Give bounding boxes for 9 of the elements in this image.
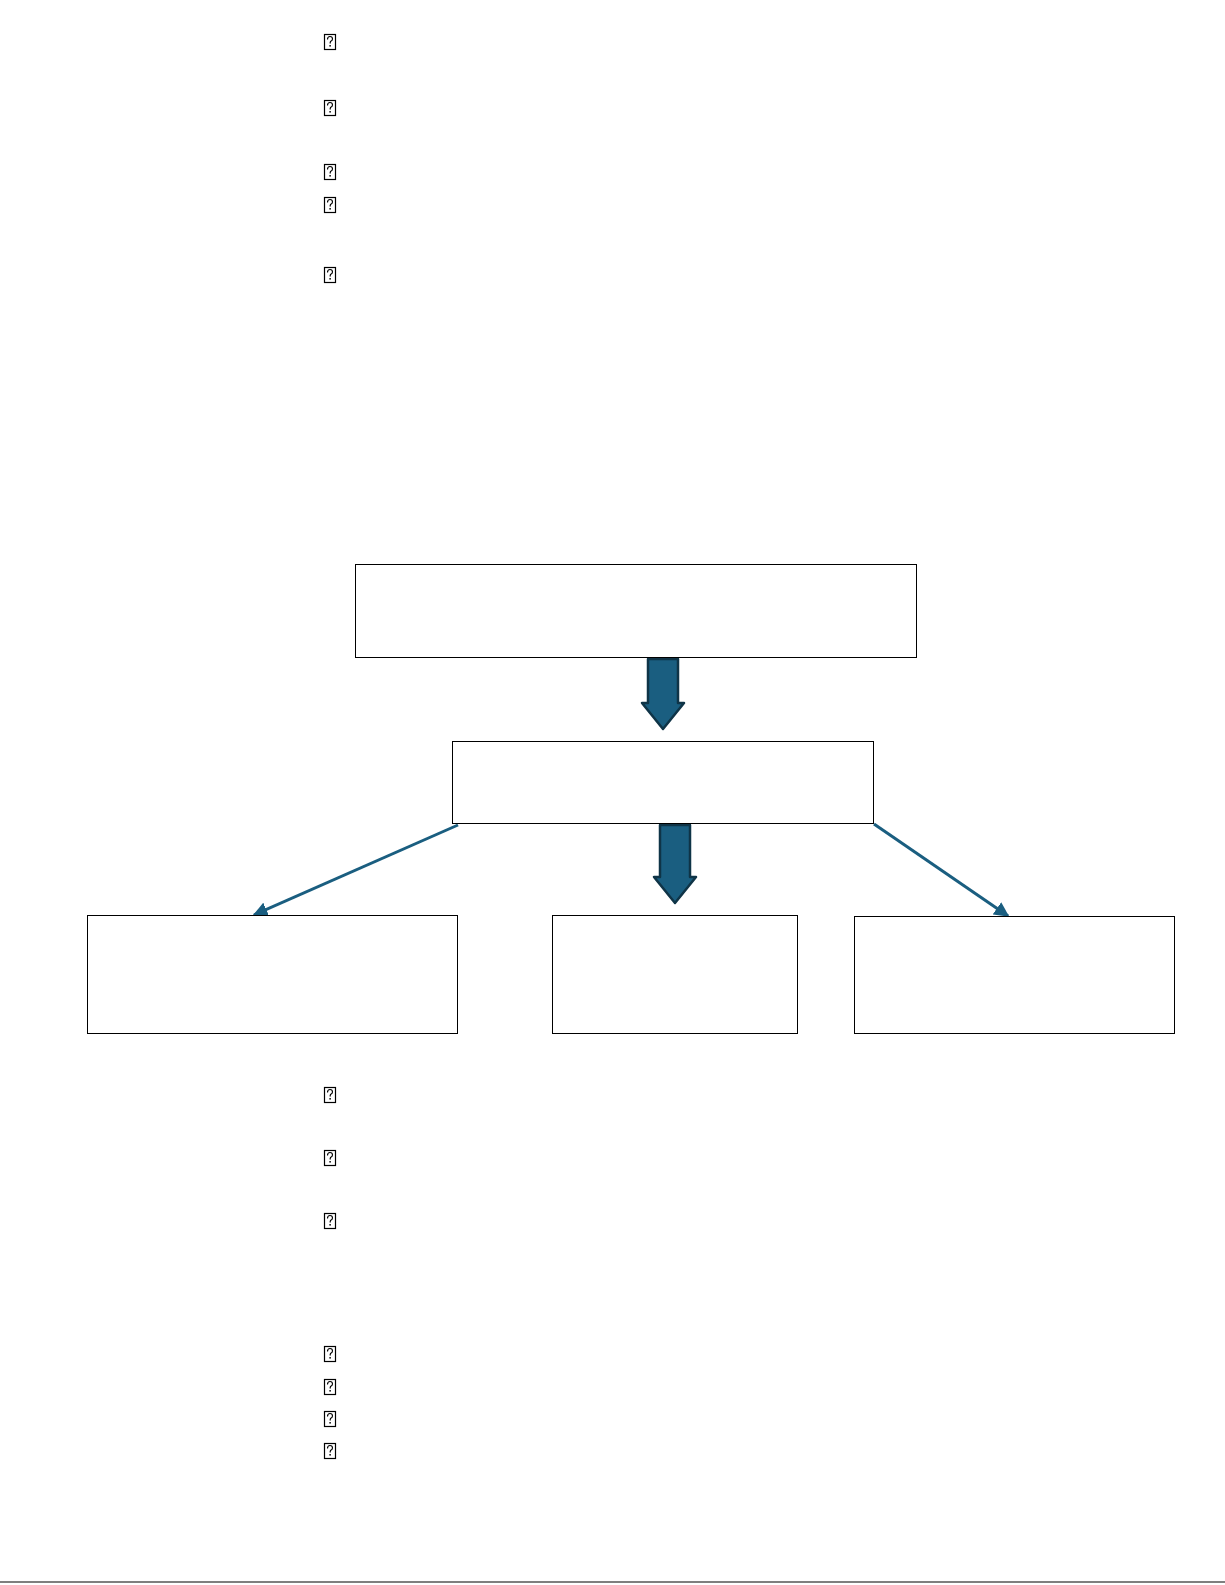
block-arrow — [652, 823, 698, 905]
block-arrow — [640, 657, 686, 731]
arrow — [873, 822, 1010, 918]
empty-box — [552, 915, 798, 1034]
empty-box — [452, 741, 874, 824]
empty-box — [854, 916, 1175, 1034]
empty-box — [87, 915, 458, 1034]
arrow — [252, 823, 459, 917]
empty-box — [355, 564, 917, 658]
